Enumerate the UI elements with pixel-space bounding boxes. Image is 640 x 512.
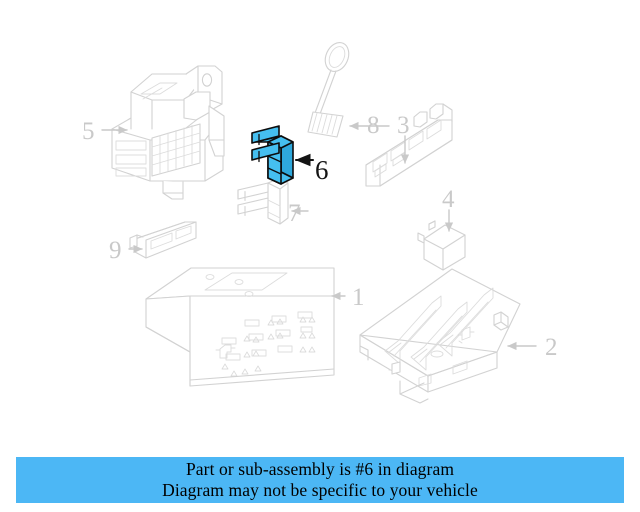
- callout-3-label: 3: [397, 112, 410, 139]
- part-7-multi-fuse-link: [237, 177, 289, 225]
- caption-line-1: Part or sub-assembly is #6 in diagram: [185, 459, 455, 479]
- callout-6-label: 6: [315, 155, 329, 185]
- part-2-junction-block: [359, 268, 521, 404]
- part-6-multi-fuse-link-highlighted: [251, 125, 294, 185]
- callout-7-label: 7: [288, 200, 301, 227]
- callout-4-label: 4: [442, 186, 455, 213]
- callout-5-label: 5: [82, 118, 95, 145]
- part-4-cube-relay: [417, 220, 466, 271]
- callout-8-label: 8: [367, 112, 380, 139]
- part-8-fuse-puller-tool: [307, 42, 350, 138]
- callout-1-label: 1: [352, 284, 365, 311]
- callout-numbers: 1 2 3 4 5 6 7 8 9: [82, 112, 558, 361]
- part-3-relay-bracket: [365, 103, 453, 187]
- callout-leaders: [101, 121, 537, 351]
- part-1-interior-fuse-box: [145, 267, 335, 387]
- callout-2-label: 2: [545, 334, 558, 361]
- caption-line-2: Diagram may not be specific to your vehi…: [162, 480, 478, 500]
- part-9-fuse-box-cover-bracket: [129, 221, 197, 259]
- callout-9-label: 9: [109, 237, 122, 264]
- caption-banner: Part or sub-assembly is #6 in diagram Di…: [16, 457, 624, 503]
- part-5-engine-compartment-fuse-box: [111, 65, 225, 200]
